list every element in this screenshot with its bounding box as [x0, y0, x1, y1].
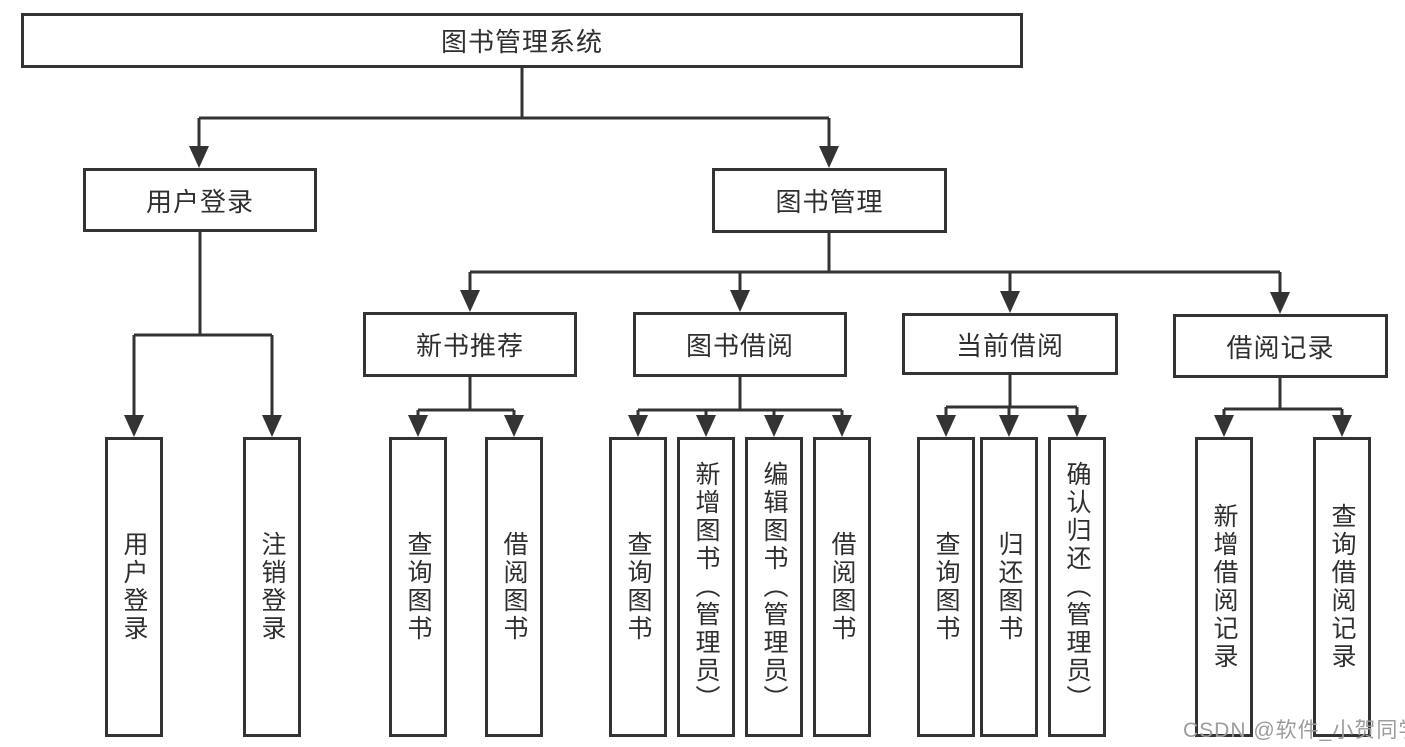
- arrowhead-icon: [504, 415, 524, 437]
- leaf-recommend-borrow-books-label: 借阅图书: [500, 531, 528, 643]
- connector-book-mgmt-to-level3: [460, 233, 1290, 314]
- leaf-current-query-books: 查询图书: [917, 437, 975, 737]
- node-book-management: 图书管理: [712, 168, 947, 233]
- leaf-borrowing-add-books-admin: 新增图书（管理员）: [677, 437, 735, 737]
- leaf-logout: 注销登录: [243, 437, 301, 737]
- arrowhead-icon: [1000, 291, 1020, 313]
- node-current-borrowing: 当前借阅: [902, 313, 1118, 375]
- arrowhead-icon: [628, 415, 648, 437]
- connector-root-to-level2: [189, 68, 839, 168]
- connector-records-to-leaves: [1214, 378, 1352, 437]
- leaf-current-return-books: 归还图书: [980, 437, 1038, 737]
- leaf-recommend-borrow-books: 借阅图书: [485, 437, 543, 737]
- node-book-borrowing-label: 图书借阅: [685, 331, 794, 361]
- leaf-records-query-record: 查询借阅记录: [1313, 437, 1371, 737]
- leaf-current-query-books-label: 查询图书: [932, 531, 960, 643]
- leaf-user-login-label: 用户登录: [120, 531, 148, 643]
- leaf-records-add-record-label: 新增借阅记录: [1210, 503, 1238, 671]
- node-root-label: 图书管理系统: [440, 27, 603, 57]
- leaf-recommend-query-books: 查询图书: [389, 437, 447, 737]
- node-book-management-label: 图书管理: [775, 187, 884, 217]
- node-new-book-recommend: 新书推荐: [363, 312, 577, 377]
- node-user-login: 用户登录: [83, 168, 317, 232]
- arrowhead-icon: [1332, 415, 1352, 437]
- leaf-borrowing-add-books-admin-label: 新增图书（管理员）: [692, 461, 720, 713]
- arrowhead-icon: [936, 415, 956, 437]
- leaf-borrowing-borrow-books: 借阅图书: [813, 437, 871, 737]
- connector-borrowing-to-leaves: [628, 377, 852, 437]
- connector-current-to-leaves: [936, 375, 1087, 437]
- arrowhead-icon: [1067, 415, 1087, 437]
- leaf-borrowing-edit-books-admin-label: 编辑图书（管理员）: [760, 461, 788, 713]
- arrowhead-icon: [819, 146, 839, 168]
- arrowhead-icon: [832, 415, 852, 437]
- leaf-borrowing-query-books-label: 查询图书: [624, 531, 652, 643]
- arrowhead-icon: [999, 415, 1019, 437]
- arrowhead-icon: [189, 146, 209, 168]
- node-book-borrowing: 图书借阅: [633, 312, 847, 377]
- leaf-current-confirm-return-admin-label: 确认归还（管理员）: [1063, 461, 1091, 713]
- leaf-logout-label: 注销登录: [258, 531, 286, 643]
- leaf-records-query-record-label: 查询借阅记录: [1328, 503, 1356, 671]
- leaf-records-add-record: 新增借阅记录: [1195, 437, 1253, 737]
- arrowhead-icon: [1214, 415, 1234, 437]
- leaf-borrowing-edit-books-admin: 编辑图书（管理员）: [745, 437, 803, 737]
- connector-recommend-to-leaves: [408, 377, 524, 437]
- connector-user-login-to-leaves: [124, 232, 282, 437]
- leaf-current-confirm-return-admin: 确认归还（管理员）: [1048, 437, 1106, 737]
- leaf-recommend-query-books-label: 查询图书: [404, 531, 432, 643]
- arrowhead-icon: [730, 290, 750, 312]
- arrowhead-icon: [124, 415, 144, 437]
- arrowhead-icon: [408, 415, 428, 437]
- node-current-borrowing-label: 当前借阅: [955, 330, 1064, 361]
- leaf-borrowing-borrow-books-label: 借阅图书: [828, 531, 856, 643]
- node-new-book-recommend-label: 新书推荐: [415, 331, 524, 361]
- arrowhead-icon: [1270, 292, 1290, 314]
- node-user-login-label: 用户登录: [145, 186, 254, 217]
- arrowhead-icon: [696, 415, 716, 437]
- arrowhead-icon: [460, 290, 480, 312]
- arrowhead-icon: [764, 415, 784, 437]
- node-root: 图书管理系统: [21, 13, 1023, 68]
- leaf-current-return-books-label: 归还图书: [995, 531, 1023, 643]
- watermark: CSDN @软件_小贺同学: [1183, 719, 1405, 742]
- leaf-user-login: 用户登录: [105, 437, 163, 737]
- arrowhead-icon: [262, 415, 282, 437]
- node-borrow-records: 借阅记录: [1173, 314, 1388, 378]
- leaf-borrowing-query-books: 查询图书: [609, 437, 667, 737]
- node-borrow-records-label: 借阅记录: [1226, 332, 1335, 363]
